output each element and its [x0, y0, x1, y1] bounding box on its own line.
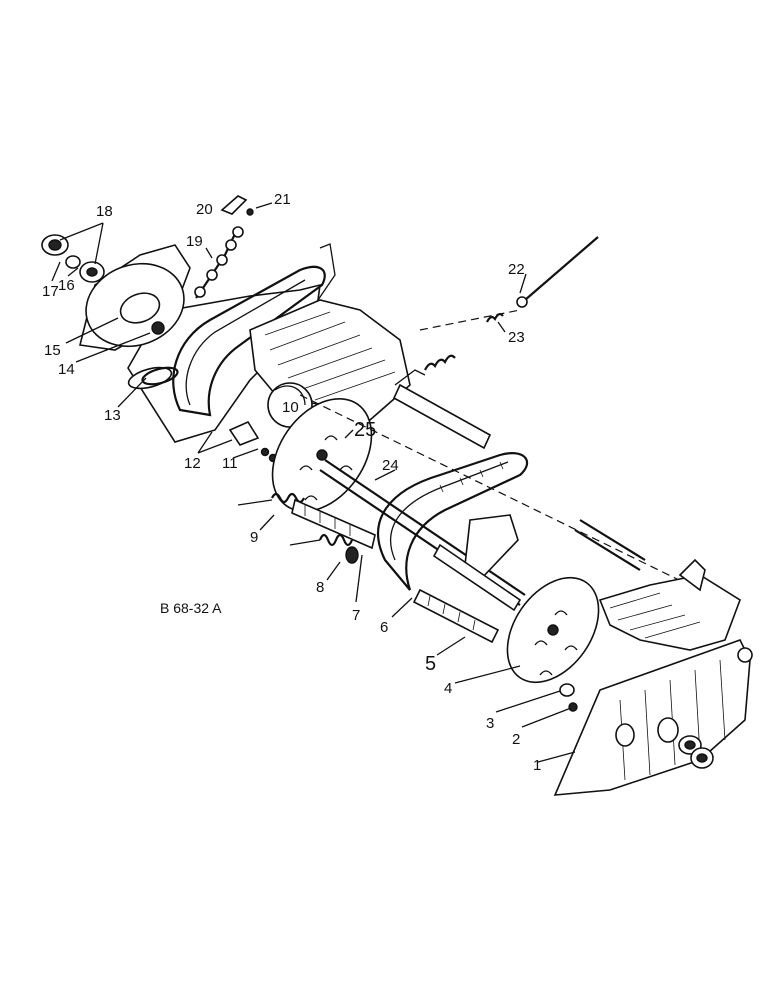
- upper-tine-shaft: [392, 369, 492, 450]
- callout-7: 7: [352, 607, 360, 624]
- callout-labels: 1 2 3 4 5 6 7 8 9 10 11 12 13 14 15 16 1…: [42, 191, 541, 774]
- callout-15: 15: [44, 342, 61, 359]
- tension-rod: [516, 236, 599, 308]
- tine-bar: [291, 498, 376, 550]
- right-shaft: [574, 519, 646, 571]
- spring-bracket: [228, 420, 278, 463]
- rotor-belt: [377, 452, 528, 591]
- callout-25: 25: [354, 419, 376, 441]
- callout-5: 5: [425, 653, 436, 675]
- figure-reference-code: B 68-32 A: [160, 600, 222, 616]
- callout-18: 18: [96, 203, 113, 220]
- coil-spring-lower: [289, 533, 359, 564]
- callout-23: 23: [508, 329, 525, 346]
- rotor-left-section: [249, 243, 411, 428]
- drive-belt: [172, 265, 326, 417]
- callout-8: 8: [316, 579, 324, 596]
- callout-22: 22: [508, 261, 525, 278]
- washer: [568, 702, 578, 712]
- callout-12: 12: [184, 455, 201, 472]
- disc-plate-rear: [271, 397, 373, 513]
- drive-chain: [194, 226, 244, 299]
- right-end-plate: [553, 639, 753, 796]
- callout-10: 10: [282, 399, 299, 416]
- callout-24: 24: [382, 457, 399, 474]
- callout-17: 17: [42, 283, 59, 300]
- chain-link-plate: [220, 195, 254, 216]
- callout-1: 1: [533, 757, 541, 774]
- callout-2: 2: [512, 731, 520, 748]
- center-tine: [432, 514, 522, 612]
- drive-bar: [412, 588, 500, 644]
- rotor-right-section: [598, 558, 741, 651]
- callout-14: 14: [58, 361, 75, 378]
- callout-4: 4: [444, 680, 452, 697]
- callout-19: 19: [186, 233, 203, 250]
- callout-11: 11: [222, 455, 238, 472]
- callout-21: 21: [274, 191, 291, 208]
- bearing-cup-stack: [41, 234, 105, 283]
- callout-20: 20: [196, 201, 213, 218]
- callout-9: 9: [250, 529, 258, 546]
- callout-6: 6: [380, 619, 388, 636]
- disc-plate-front: [506, 576, 600, 684]
- bushing: [559, 683, 575, 697]
- callout-3: 3: [486, 715, 494, 732]
- callout-16: 16: [58, 277, 75, 294]
- leader-lines: [51, 202, 576, 763]
- center-axis-line: [299, 309, 721, 601]
- callout-13: 13: [104, 407, 121, 424]
- compression-spring: [424, 312, 504, 371]
